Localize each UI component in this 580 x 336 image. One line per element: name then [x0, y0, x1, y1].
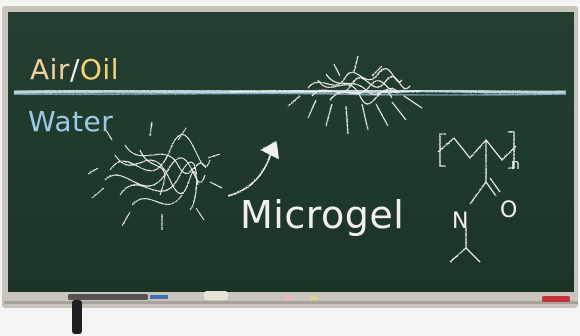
- oil-label: Oil: [80, 53, 119, 86]
- air-label: Air: [30, 53, 70, 86]
- polymer-subscript-label: n: [511, 158, 520, 172]
- chalk-piece: [204, 291, 228, 300]
- slash-label: /: [70, 53, 80, 86]
- air-oil-label: Air/Oil: [30, 56, 119, 84]
- chalk-piece-pink: [284, 296, 294, 300]
- water-label: Water: [28, 108, 113, 136]
- microgel-label: Microgel: [240, 196, 404, 234]
- oxygen-label: O: [500, 200, 518, 222]
- nitrogen-label: N: [452, 211, 469, 233]
- chalk-tray-edge: [4, 301, 578, 304]
- chalk-holder: [542, 296, 570, 302]
- chalk-piece-yellow: [310, 297, 318, 300]
